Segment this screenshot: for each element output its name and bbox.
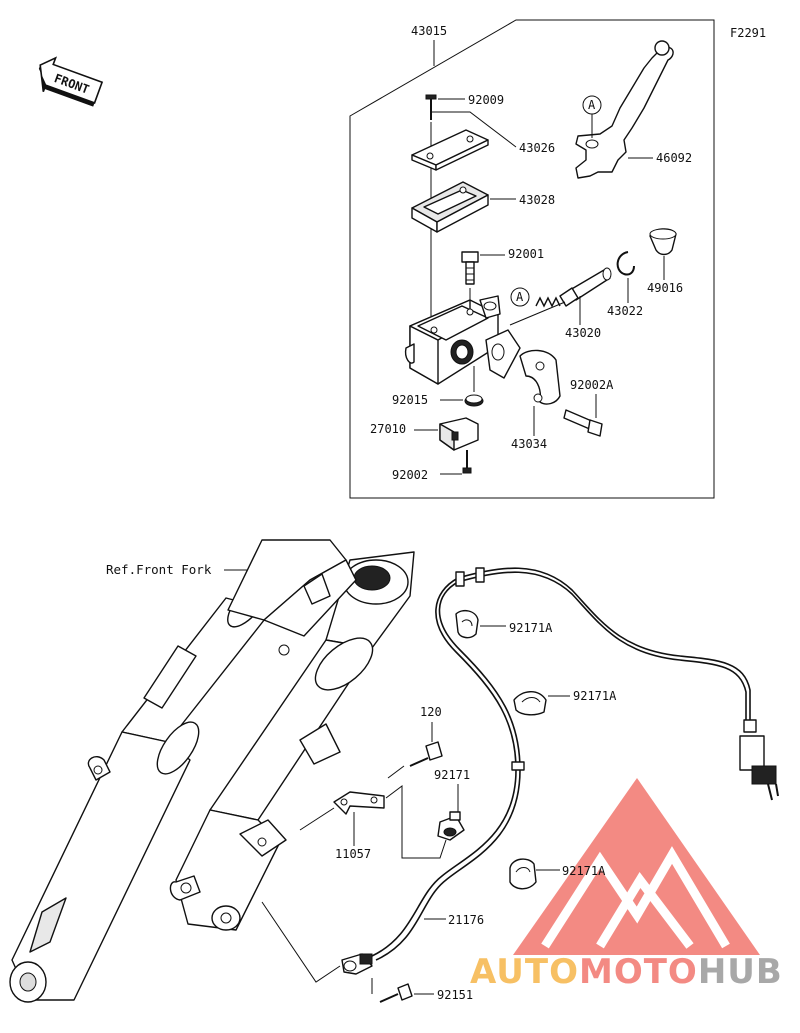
label-92015: 92015 xyxy=(392,393,428,407)
label-92171A-2: 92171A xyxy=(573,689,617,703)
bolt-92001 xyxy=(461,251,479,285)
label-43022: 43022 xyxy=(607,304,643,318)
ref-front-fork: Ref.Front Fork xyxy=(106,562,212,577)
assembly-frame xyxy=(349,19,715,499)
label-92002: 92002 xyxy=(392,468,428,482)
automotohub-logo: AUTOMOTOHUB xyxy=(470,778,783,992)
sensor-wire-21176 xyxy=(371,567,779,961)
label-21176: 21176 xyxy=(448,913,484,927)
circlip-43022 xyxy=(616,251,635,276)
label-43034: 43034 xyxy=(511,437,547,451)
brake-lever-46092 xyxy=(575,40,674,179)
clip-92171 xyxy=(437,811,465,841)
svg-text:A: A xyxy=(516,290,524,304)
bracket-11057 xyxy=(333,791,385,815)
clip-92171a-3 xyxy=(509,858,537,890)
front-fork xyxy=(9,539,415,1003)
clip-92171a-2 xyxy=(513,691,547,716)
front-arrow-icon: FRONT xyxy=(38,56,104,107)
sensor-head xyxy=(341,953,373,975)
label-92002A: 92002A xyxy=(570,378,614,392)
diaphragm-43028 xyxy=(411,181,489,233)
svg-text:A: A xyxy=(588,98,596,112)
reservoir-cap-43026 xyxy=(411,129,489,171)
label-43028: 43028 xyxy=(519,193,555,207)
bolt-92002a xyxy=(563,409,603,437)
clamp-43034 xyxy=(519,349,561,405)
label-27010: 27010 xyxy=(370,422,406,436)
screw-92002 xyxy=(462,450,472,474)
marker-a-icon: A xyxy=(582,95,602,138)
screw-92009 xyxy=(425,94,437,120)
label-43015: 43015 xyxy=(411,24,447,38)
bolt-92151 xyxy=(379,983,413,1003)
label-92151: 92151 xyxy=(437,988,473,1002)
label-46092: 46092 xyxy=(656,151,692,165)
label-43020: 43020 xyxy=(565,326,601,340)
label-92171A-3: 92171A xyxy=(562,864,606,878)
piston-kit-43020 xyxy=(535,267,612,308)
label-92171A-1: 92171A xyxy=(509,621,553,635)
brake-switch-27010 xyxy=(439,417,479,451)
figure-code: F2291 xyxy=(730,26,766,40)
logo-text: AUTOMOTOHUB xyxy=(470,952,783,992)
label-49016: 49016 xyxy=(647,281,683,295)
label-11057: 11057 xyxy=(335,847,371,861)
label-92001: 92001 xyxy=(508,247,544,261)
label-92171: 92171 xyxy=(434,768,470,782)
master-cylinder-body xyxy=(404,295,521,385)
label-120: 120 xyxy=(420,705,442,719)
boot-49016 xyxy=(649,228,677,256)
label-43026: 43026 xyxy=(519,141,555,155)
marker-a-icon: A xyxy=(510,287,530,307)
label-92009: 92009 xyxy=(468,93,504,107)
bolt-120 xyxy=(409,741,443,767)
clip-92171a-1 xyxy=(455,609,479,639)
washer-92015 xyxy=(464,394,484,407)
